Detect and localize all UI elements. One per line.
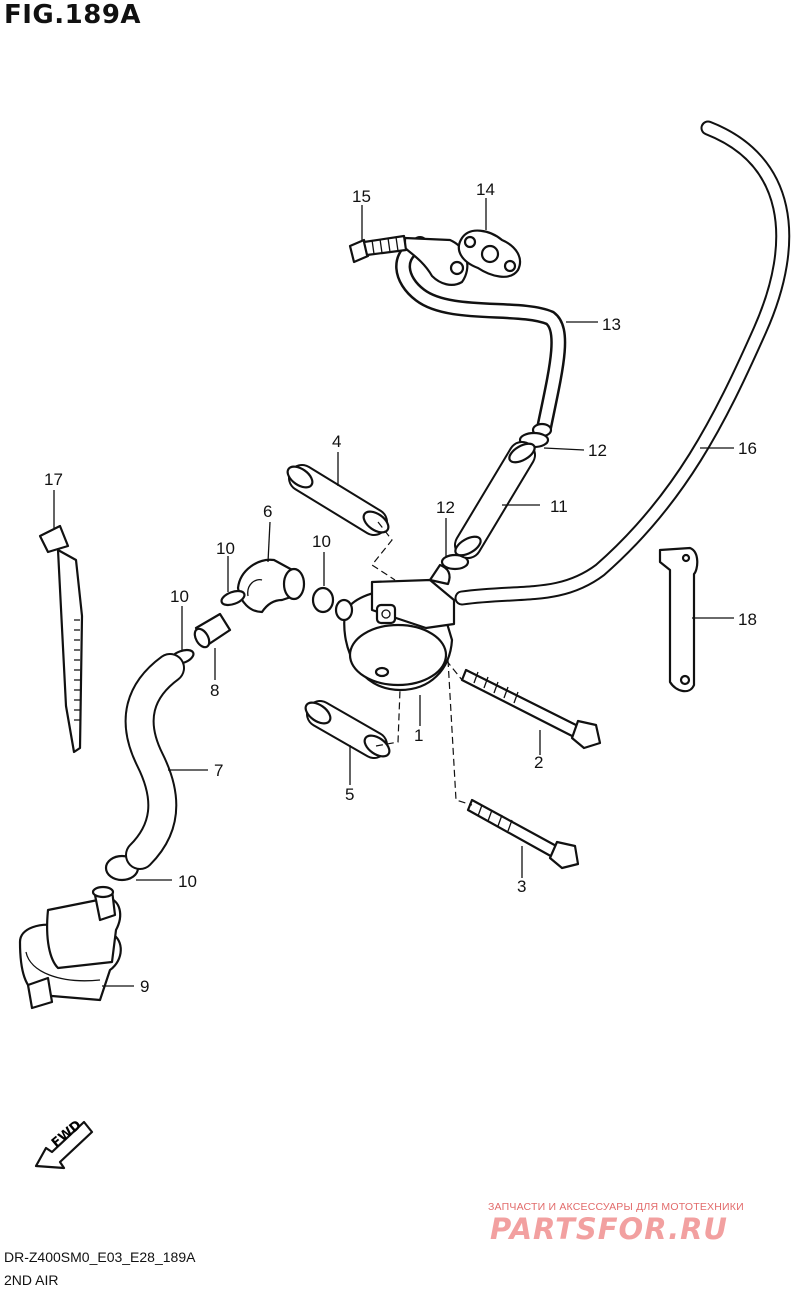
part-11-hose[interactable] xyxy=(452,440,537,559)
diagram-subtitle: 2ND AIR xyxy=(4,1272,59,1288)
callout-15: 15 xyxy=(352,187,371,206)
part-9-valve[interactable] xyxy=(18,885,122,1010)
callout-6: 6 xyxy=(263,502,272,521)
callout-17: 17 xyxy=(44,470,63,489)
part-6-elbow[interactable] xyxy=(236,558,306,614)
part-14-gasket[interactable] xyxy=(457,229,522,278)
part-13-pipe[interactable] xyxy=(395,236,567,438)
part-3-bolt[interactable] xyxy=(466,798,580,870)
diagram-code: DR-Z400SM0_E03_E28_189A xyxy=(4,1249,196,1265)
callout-8: 8 xyxy=(210,681,219,700)
callout-11: 11 xyxy=(550,497,568,516)
part-10-clamp-a[interactable] xyxy=(311,586,335,614)
callout-1: 1 xyxy=(414,726,423,745)
callout-10-a: 10 xyxy=(216,539,235,558)
callout-4: 4 xyxy=(332,432,341,451)
fwd-direction-arrow: FWD xyxy=(34,1118,94,1170)
part-4-hose[interactable] xyxy=(284,462,392,536)
callout-7: 7 xyxy=(214,761,223,780)
callout-14: 14 xyxy=(476,180,495,199)
part-10-clamp-b[interactable] xyxy=(220,588,247,607)
part-18-bracket[interactable] xyxy=(658,546,699,693)
callout-16: 16 xyxy=(738,439,757,458)
part-15-bolt[interactable] xyxy=(348,234,408,264)
part-8-joint[interactable] xyxy=(192,612,232,650)
part-12-clamp-lower[interactable] xyxy=(440,553,470,571)
callout-13: 13 xyxy=(602,315,621,334)
callout-10-d: 10 xyxy=(178,872,197,891)
callout-2: 2 xyxy=(534,753,543,772)
part-16-hose[interactable] xyxy=(454,120,791,606)
figure-title: FIG.189A xyxy=(4,0,142,30)
callout-10-b: 10 xyxy=(312,532,331,551)
callout-5: 5 xyxy=(345,785,354,804)
leader-lines xyxy=(53,198,734,987)
watermark-logo: PARTSFOR.RU xyxy=(490,1212,728,1246)
part-2-bolt[interactable] xyxy=(460,668,602,750)
callout-18: 18 xyxy=(738,610,757,629)
part-1-valve[interactable] xyxy=(334,563,456,692)
callout-12-lower: 12 xyxy=(436,498,455,517)
part-5-hose[interactable] xyxy=(302,698,393,760)
callout-12-upper: 12 xyxy=(588,441,607,460)
watermark-tagline: ЗАПЧАСТИ И АКСЕССУАРЫ ДЛЯ МОТОТЕХНИКИ xyxy=(488,1201,744,1213)
part-7-hose[interactable] xyxy=(124,653,185,870)
callout-10-c: 10 xyxy=(170,587,189,606)
callout-labels: 15 14 13 12 11 12 4 6 10 10 10 8 7 10 9 … xyxy=(44,180,757,996)
part-17-tie-strap[interactable] xyxy=(38,524,84,754)
callout-3: 3 xyxy=(517,877,526,896)
callout-9: 9 xyxy=(140,977,149,996)
